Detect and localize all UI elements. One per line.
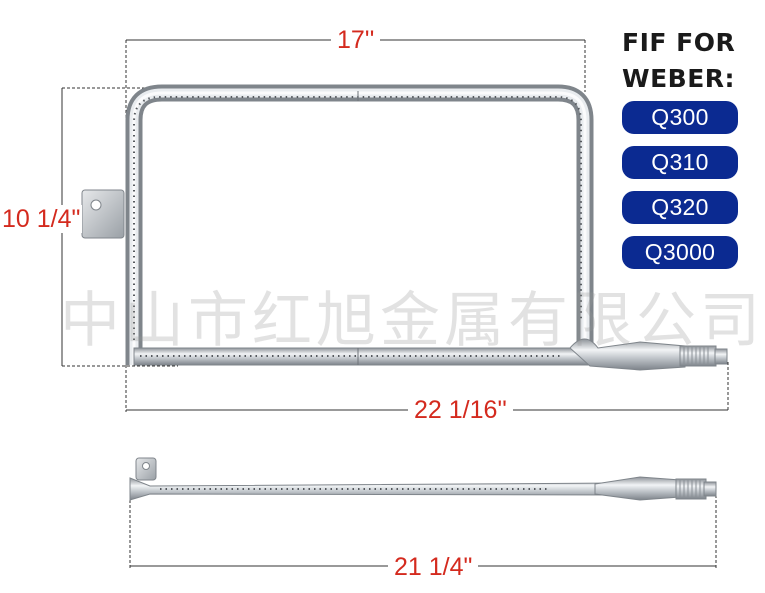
burner-side-view [129,457,717,501]
model-badge: Q300 [622,101,738,134]
fit-title-line2: WEBER: [622,64,736,93]
model-badge: Q320 [622,191,738,224]
model-badge: Q3000 [622,236,738,269]
model-badge: Q310 [622,146,738,179]
dimension-top-width: 17'' [331,26,381,54]
fit-title-line1: FIF FOR [622,28,736,57]
model-list: Q300 Q310 Q320 Q3000 [622,101,740,281]
dimension-side-length: 21 1/4" [388,553,479,581]
dimension-height: 10 1/4" [0,205,83,233]
burner-top-view [81,84,728,371]
mounting-bracket [81,189,125,239]
dimension-total-length: 22 1/16'' [408,396,513,424]
